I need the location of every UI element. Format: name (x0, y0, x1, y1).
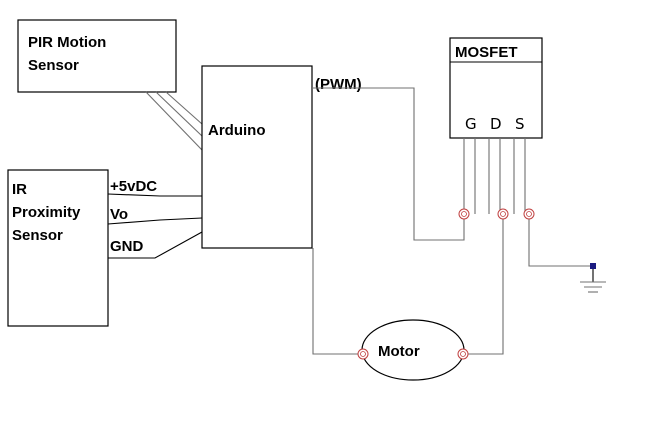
ground-icon (580, 263, 606, 293)
mosfet-title: MOSFET (455, 44, 518, 61)
mosfet-pin-s-label: S (515, 115, 525, 133)
arduino-label: Arduino (208, 122, 266, 139)
arduino-board: Arduino (PWM) (201, 65, 362, 249)
gate-node (458, 208, 470, 220)
motor-label: Motor (378, 343, 420, 360)
junction-nodes (357, 208, 535, 360)
drain-motor-wire (464, 214, 504, 355)
ir-label-line2: Proximity (12, 204, 81, 221)
ir-label-line1: IR (12, 181, 27, 198)
ir-pin-vo-label: Vo (110, 206, 128, 223)
ir-proximity-sensor: IR Proximity Sensor (7, 169, 109, 327)
mosfet-pin-d-label: D (490, 115, 502, 133)
source-ground-wire (528, 214, 593, 267)
pwm-gate-wire (312, 87, 465, 241)
drain-node (497, 208, 509, 220)
pir-label-line2: Sensor (28, 57, 79, 74)
mosfet-pin-g-label: G (465, 115, 477, 133)
pir-motion-sensor: PIR Motion Sensor (17, 19, 177, 93)
ir-arduino-wires: +5vDC Vo GND (107, 178, 203, 259)
mosfet: MOSFET G D S (449, 37, 543, 214)
ir-label-line3: Sensor (12, 227, 63, 244)
pir-label-line1: PIR Motion (28, 34, 106, 51)
pwm-label: (PWM) (315, 76, 362, 93)
motor-left-node (357, 348, 369, 360)
pir-arduino-wires (145, 91, 203, 151)
arduino-motor-wire (312, 248, 362, 355)
ir-pin-vcc-label: +5vDC (110, 178, 157, 195)
source-node (523, 208, 535, 220)
motor: Motor (361, 319, 465, 381)
ir-pin-gnd-label: GND (110, 238, 144, 255)
motor-right-node (457, 348, 469, 360)
